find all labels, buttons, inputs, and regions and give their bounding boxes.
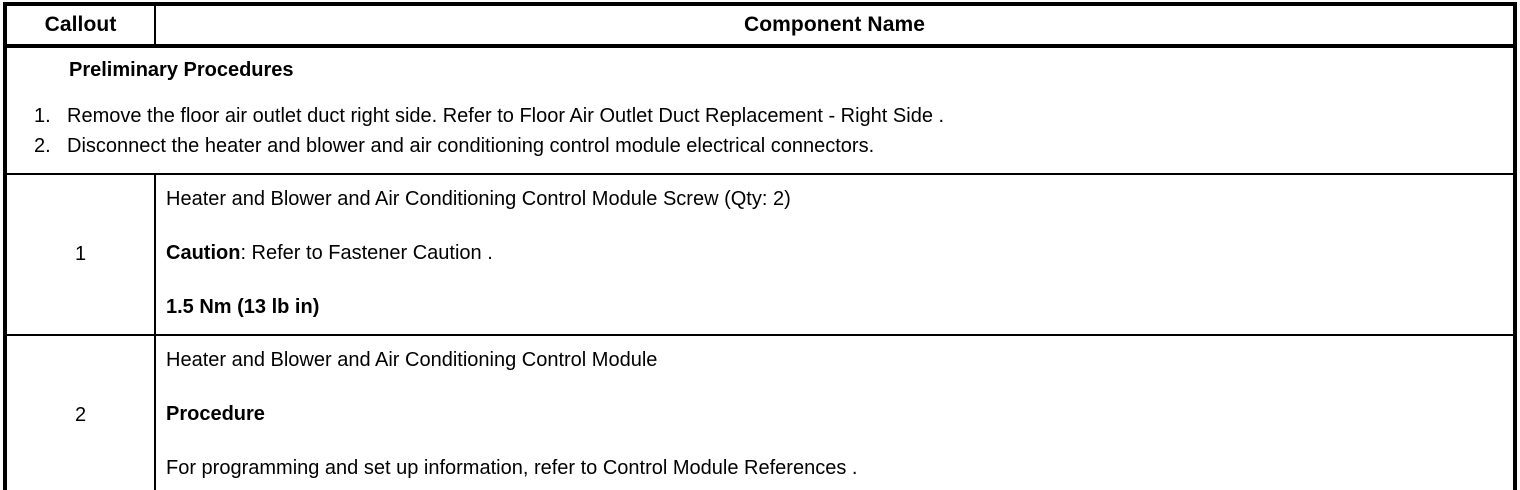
table-row: 1 Heater and Blower and Air Conditioning… [5, 174, 1515, 335]
preliminary-procedures-cell: Preliminary Procedures Remove the floor … [5, 46, 1515, 175]
caution-label: Caution [166, 242, 241, 264]
preliminary-procedures-row: Preliminary Procedures Remove the floor … [5, 46, 1515, 175]
table-header-row: Callout Component Name [5, 4, 1515, 48]
list-item: Remove the floor air outlet duct right s… [34, 101, 945, 131]
callout-number: 1 [5, 174, 156, 335]
component-name-text: Heater and Blower and Air Conditioning C… [166, 349, 658, 371]
callout-number: 2 [5, 334, 156, 490]
torque-specification: 1.5 Nm (13 lb in) [166, 296, 320, 318]
list-item: Disconnect the heater and blower and air… [34, 131, 875, 161]
component-name-text: Heater and Blower and Air Conditioning C… [166, 188, 791, 210]
column-header-callout: Callout [5, 4, 156, 48]
procedure-reference-text: For programming and set up information, … [166, 457, 858, 479]
caution-note: Caution: Refer to Fastener Caution . [166, 239, 1513, 268]
caution-reference-text: : Refer to Fastener Caution . [240, 242, 493, 264]
preliminary-procedures-list: Remove the floor air outlet duct right s… [7, 101, 1513, 161]
component-description-cell: Heater and Blower and Air Conditioning C… [155, 334, 1515, 490]
component-description-cell: Heater and Blower and Air Conditioning C… [155, 174, 1515, 335]
component-callout-table: Callout Component Name Preliminary Proce… [3, 2, 1517, 490]
table-row: 2 Heater and Blower and Air Conditioning… [5, 334, 1515, 490]
column-header-component-name: Component Name [155, 4, 1515, 48]
preliminary-procedures-title: Preliminary Procedures [69, 59, 294, 81]
procedure-heading: Procedure [166, 403, 265, 425]
